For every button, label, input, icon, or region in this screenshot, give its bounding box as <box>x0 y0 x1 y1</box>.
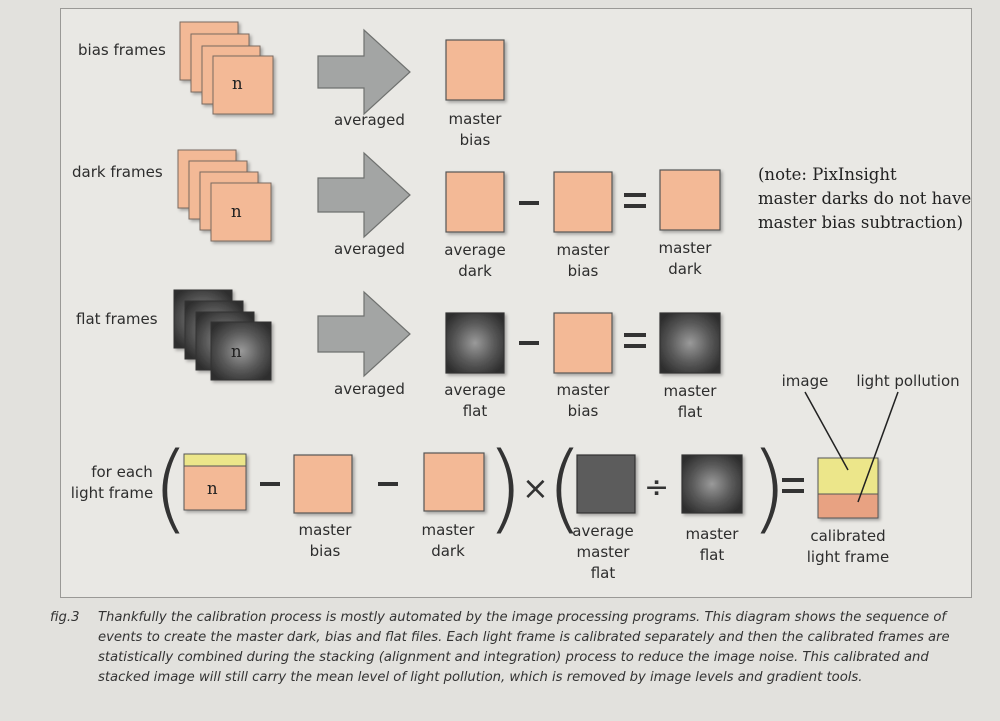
average-dark-label-2: dark <box>458 262 492 280</box>
dark-master-bias-square <box>553 171 613 233</box>
flat-arrow <box>317 290 411 378</box>
light-label-2: light frame <box>71 484 154 502</box>
bias-arrow <box>317 28 411 116</box>
divide-sign: ÷ <box>644 470 669 505</box>
dark-master-bias-label-1: master <box>557 241 611 259</box>
right-paren-1: ) <box>486 432 523 544</box>
light-avg-flat-label-1: average <box>572 522 633 540</box>
flat-n-label: n <box>231 342 242 361</box>
light-minus-sign-1 <box>260 482 280 486</box>
average-dark-label-1: average <box>444 241 505 259</box>
light-pollution-annotation: light pollution <box>856 372 959 390</box>
light-master-flat-label-1: master <box>686 525 740 543</box>
flat-equals-sign <box>624 333 646 348</box>
flat-master-bias-label-2: bias <box>568 402 599 420</box>
note-line-1: (note: PixInsight <box>758 165 897 184</box>
flat-averaged-label: averaged <box>334 380 405 398</box>
light-master-flat-label-2: flat <box>700 546 725 564</box>
master-bias-label-2: bias <box>460 131 491 149</box>
master-bias-label-1: master <box>449 110 503 128</box>
left-paren-1: ( <box>152 432 189 544</box>
master-dark-label-2: dark <box>668 260 702 278</box>
light-master-bias-square <box>293 454 353 514</box>
figure-caption: fig.3 Thankfully the calibration process… <box>50 608 950 688</box>
master-flat-label-2: flat <box>678 403 703 421</box>
dark-arrow <box>317 151 411 239</box>
light-avg-flat-label-2: master <box>577 543 631 561</box>
light-master-dark-square <box>423 452 485 512</box>
light-average-flat-square <box>576 454 636 514</box>
light-master-dark-label-2: dark <box>431 542 465 560</box>
master-dark-square <box>659 169 721 231</box>
image-annotation: image <box>782 372 829 390</box>
average-flat-label-2: flat <box>463 402 488 420</box>
bias-n-label: n <box>232 74 243 93</box>
light-master-dark-label-1: master <box>422 521 476 539</box>
flat-master-bias-label-1: master <box>557 381 611 399</box>
dark-frame-stack: n <box>177 149 272 242</box>
light-frame-square <box>183 453 247 511</box>
light-master-bias-label-1: master <box>299 521 353 539</box>
light-label-1: for each <box>91 463 153 481</box>
times-sign: × <box>522 469 549 507</box>
caption-text: Thankfully the calibration process is mo… <box>98 610 950 685</box>
bias-frames-label: bias frames <box>78 41 166 59</box>
flat-minus-sign <box>519 341 539 345</box>
light-minus-sign-2 <box>378 482 398 486</box>
average-dark-square <box>445 171 505 233</box>
note-line-2: master darks do not have <box>758 189 971 208</box>
light-master-flat-square <box>681 454 743 514</box>
figure-number: fig.3 <box>50 610 80 625</box>
bias-averaged-label: averaged <box>334 111 405 129</box>
dark-equals-sign <box>624 193 646 208</box>
dark-frames-label: dark frames <box>72 163 163 181</box>
master-bias-square <box>445 39 505 101</box>
image-pointer-line <box>804 391 849 471</box>
flat-frame-stack: n <box>173 289 272 381</box>
light-avg-flat-label-3: flat <box>591 564 616 582</box>
average-flat-square <box>445 312 505 374</box>
average-flat-label-1: average <box>444 381 505 399</box>
light-pollution-pointer-line <box>857 391 899 503</box>
flat-master-bias-square <box>553 312 613 374</box>
flat-frames-label: flat frames <box>76 310 158 328</box>
master-dark-label-1: master <box>659 239 713 257</box>
right-paren-2: ) <box>750 432 787 544</box>
note-line-3: master bias subtraction) <box>758 213 963 232</box>
dark-averaged-label: averaged <box>334 240 405 258</box>
light-equals-sign <box>782 478 804 493</box>
dark-n-label: n <box>231 202 242 221</box>
calibration-diagram: bias frames n averaged master bias dark … <box>71 21 971 582</box>
master-flat-square <box>659 312 721 374</box>
bias-frame-stack: n <box>179 21 274 115</box>
dark-master-bias-label-2: bias <box>568 262 599 280</box>
master-flat-label-1: master <box>664 382 718 400</box>
calibrated-label-1: calibrated <box>810 527 885 545</box>
dark-minus-sign <box>519 201 539 205</box>
calibrated-light-frame-square <box>817 457 879 519</box>
light-n-label: n <box>207 479 218 498</box>
calibrated-label-2: light frame <box>807 548 890 566</box>
light-master-bias-label-2: bias <box>310 542 341 560</box>
